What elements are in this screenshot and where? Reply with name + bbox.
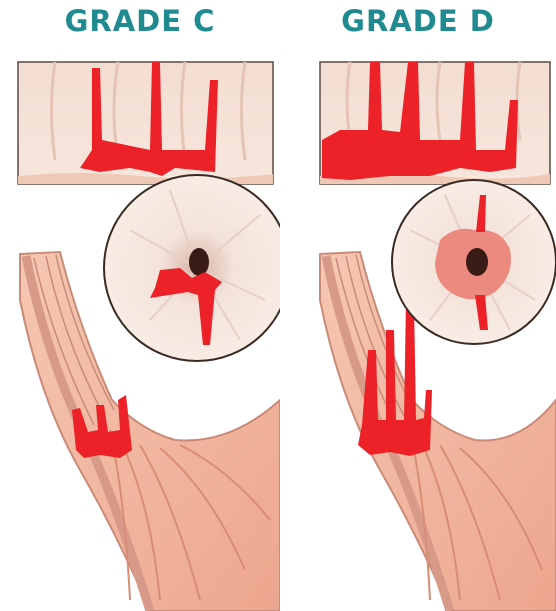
grade-c-panel: GRADE C	[0, 0, 280, 611]
grade-d-illustration	[280, 0, 556, 611]
grade-c-mucosa-inset	[18, 62, 273, 184]
grade-d-mucosa-inset	[320, 62, 550, 184]
grade-d-endoscopic-view	[392, 180, 556, 344]
grade-c-endoscopic-view	[104, 175, 280, 361]
grade-d-panel: GRADE D	[280, 0, 556, 611]
grade-c-illustration	[0, 0, 280, 611]
